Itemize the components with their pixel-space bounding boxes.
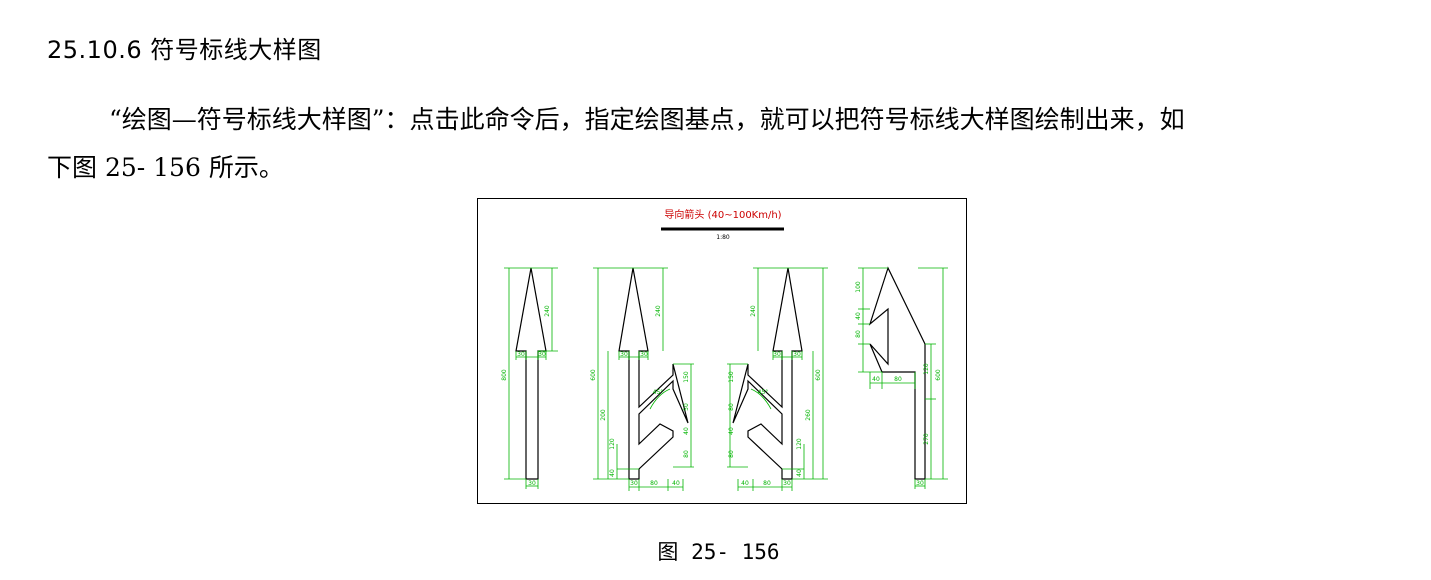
paragraph-line-1: “绘图—符号标线大样图”：点击此命令后，指定绘图基点，就可以把符号标线大样图绘制… — [47, 96, 1387, 144]
dim-text: 40 — [796, 469, 803, 477]
dim-text: 30 — [793, 351, 801, 358]
dim-text: 120 — [609, 438, 616, 450]
dim-text: 30 — [783, 480, 791, 487]
dim-text: 30 — [630, 480, 638, 487]
arrow-straight-right: 600 240 30 30 200 120 40 30 80 40 45° 15… — [590, 267, 694, 491]
dim-text: 150 — [683, 371, 690, 383]
dim-text: 600 — [590, 369, 597, 381]
dim-text: 40 — [683, 427, 690, 435]
figure-frame: 导向箭头 (40~100Km/h) 1:80 800 240 30 30 30 — [477, 198, 967, 504]
figure-caption: 图 25- 156 — [657, 540, 780, 564]
dim-text: 80 — [650, 480, 658, 487]
dim-text: 30 — [517, 351, 525, 358]
dim-text: 40 — [741, 480, 749, 487]
dim-text: 30 — [538, 351, 546, 358]
dim-text: 30 — [773, 351, 781, 358]
dim-text: 260 — [805, 409, 812, 421]
figure-scale: 1:80 — [716, 234, 730, 241]
dim-text: 80 — [894, 376, 902, 383]
dim-text: 150 — [728, 371, 735, 383]
dim-text: 800 — [501, 369, 508, 381]
dim-text: 240 — [655, 305, 662, 317]
dim-text: 80 — [763, 480, 771, 487]
dim-text: 30 — [528, 480, 536, 487]
dim-text: 45° — [758, 389, 769, 396]
dim-text: 80 — [683, 450, 690, 458]
paragraph-text-1: “绘图—符号标线大样图”：点击此命令后，指定绘图基点，就可以把符号标线大样图绘制… — [109, 105, 1185, 134]
dim-text: 120 — [796, 438, 803, 450]
dim-text: 50 — [683, 403, 690, 411]
dim-text: 40 — [872, 376, 880, 383]
dim-text: 80 — [855, 330, 862, 338]
dim-text: 240 — [544, 305, 551, 317]
dim-text: 80 — [728, 403, 735, 411]
dim-text: 600 — [815, 369, 822, 381]
guide-arrow-drawing: 导向箭头 (40~100Km/h) 1:80 800 240 30 30 30 — [501, 208, 948, 491]
arrow-turn: 100 40 80 40 80 120 270 600 30 — [855, 266, 948, 489]
dim-text: 270 — [923, 433, 930, 445]
dim-text: 100 — [855, 281, 862, 293]
figure-title: 导向箭头 (40~100Km/h) — [664, 208, 781, 221]
dim-text: 30 — [640, 351, 648, 358]
dim-text: 200 — [600, 409, 607, 421]
dim-text: 40 — [855, 312, 862, 320]
arrow-straight-left: 600 240 30 30 260 120 40 40 80 30 45° 15… — [727, 267, 828, 491]
section-heading: 25.10.6 符号标线大样图 — [47, 36, 322, 64]
dim-text: 40 — [609, 469, 616, 477]
dim-text: 80 — [728, 450, 735, 458]
dim-text: 40 — [728, 427, 735, 435]
body-paragraph: “绘图—符号标线大样图”：点击此命令后，指定绘图基点，就可以把符号标线大样图绘制… — [47, 96, 1387, 192]
dim-text: 30 — [916, 480, 924, 487]
dim-text: 120 — [923, 363, 930, 375]
dim-text: 45° — [653, 389, 664, 396]
dim-text: 240 — [750, 305, 757, 317]
arrow-straight: 800 240 30 30 30 — [501, 267, 558, 489]
dim-text: 40 — [672, 480, 680, 487]
dim-text: 30 — [620, 351, 628, 358]
dim-text: 600 — [935, 369, 942, 381]
paragraph-line-2: 下图 25- 156 所示。 — [47, 153, 284, 182]
